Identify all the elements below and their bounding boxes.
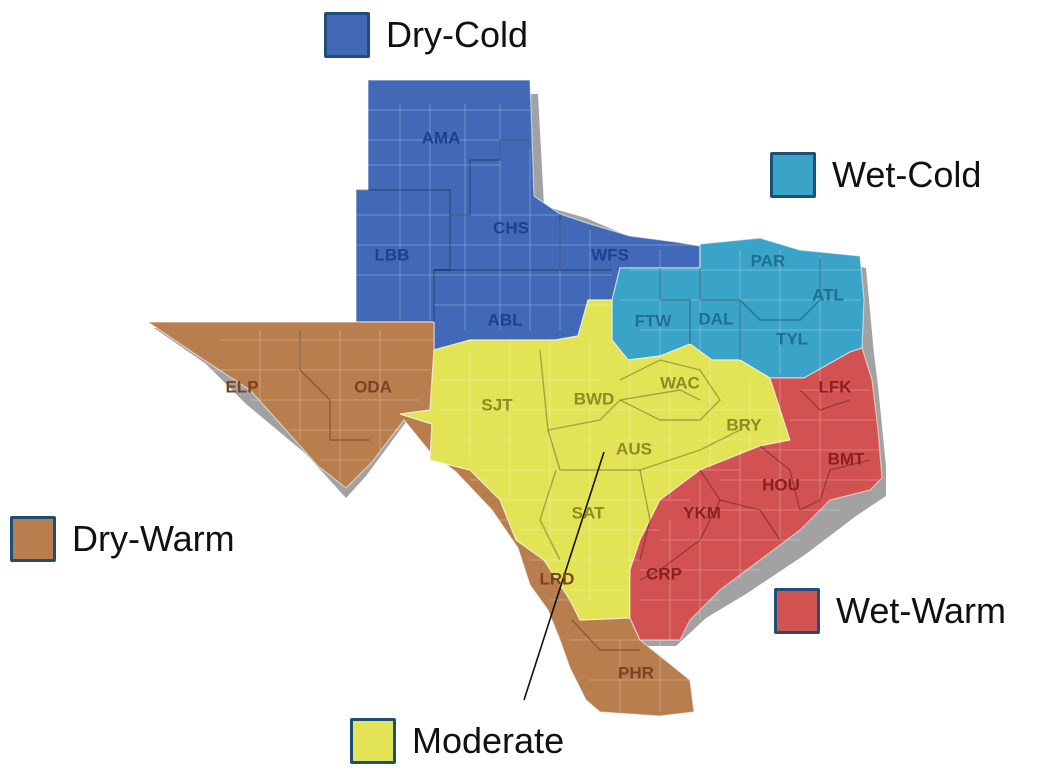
district-lbb: LBB [375, 245, 410, 264]
district-boundaries [299, 139, 871, 651]
legend-dry-warm: Dry-Warm [10, 516, 235, 562]
legend-label-dry-warm: Dry-Warm [72, 518, 235, 559]
district-tyl: TYL [776, 329, 808, 348]
district-dal: DAL [699, 309, 734, 328]
legend-label-moderate: Moderate [412, 720, 565, 761]
district-bwd: BWD [574, 389, 615, 408]
county-grid [210, 104, 880, 712]
legend-swatch-dry-warm [10, 516, 56, 562]
district-labels: AMA LBB CHS WFS ABL PAR ATL FTW DAL TYL … [225, 128, 865, 682]
legend-wet-cold: Wet-Cold [770, 152, 981, 198]
district-elp: ELP [225, 377, 258, 396]
legend-swatch-moderate [350, 718, 396, 764]
district-hou: HOU [762, 475, 800, 494]
region-wet-warm [629, 347, 883, 641]
district-oda: ODA [354, 377, 392, 396]
legend-label-dry-cold: Dry-Cold [386, 14, 529, 55]
district-chs: CHS [493, 218, 529, 237]
legend-moderate: Moderate [350, 718, 564, 764]
district-ykm: YKM [683, 503, 721, 522]
legend-swatch-wet-cold [770, 152, 816, 198]
district-ama: AMA [422, 128, 461, 147]
district-ftw: FTW [635, 311, 673, 330]
district-lfk: LFK [818, 377, 852, 396]
legend-swatch-dry-cold [324, 12, 370, 58]
district-lrd: LRD [540, 569, 575, 588]
district-atl: ATL [812, 285, 844, 304]
district-phr: PHR [618, 663, 654, 682]
district-par: PAR [751, 251, 786, 270]
district-bry: BRY [726, 415, 762, 434]
district-aus: AUS [616, 439, 652, 458]
district-crp: CRP [646, 564, 682, 583]
legend-wet-warm: Wet-Warm [774, 588, 1006, 634]
district-wfs: WFS [591, 245, 629, 264]
district-bmt: BMT [828, 449, 865, 468]
district-sat: SAT [572, 503, 605, 522]
legend-dry-cold: Dry-Cold [324, 12, 528, 58]
legend-label-wet-cold: Wet-Cold [832, 154, 982, 195]
moderate-pointer-line [523, 451, 605, 701]
legend-label-wet-warm: Wet-Warm [836, 590, 1006, 631]
district-sjt: SJT [481, 395, 513, 414]
legend-swatch-wet-warm [774, 588, 820, 634]
district-wac: WAC [660, 373, 700, 392]
district-abl: ABL [488, 310, 523, 329]
